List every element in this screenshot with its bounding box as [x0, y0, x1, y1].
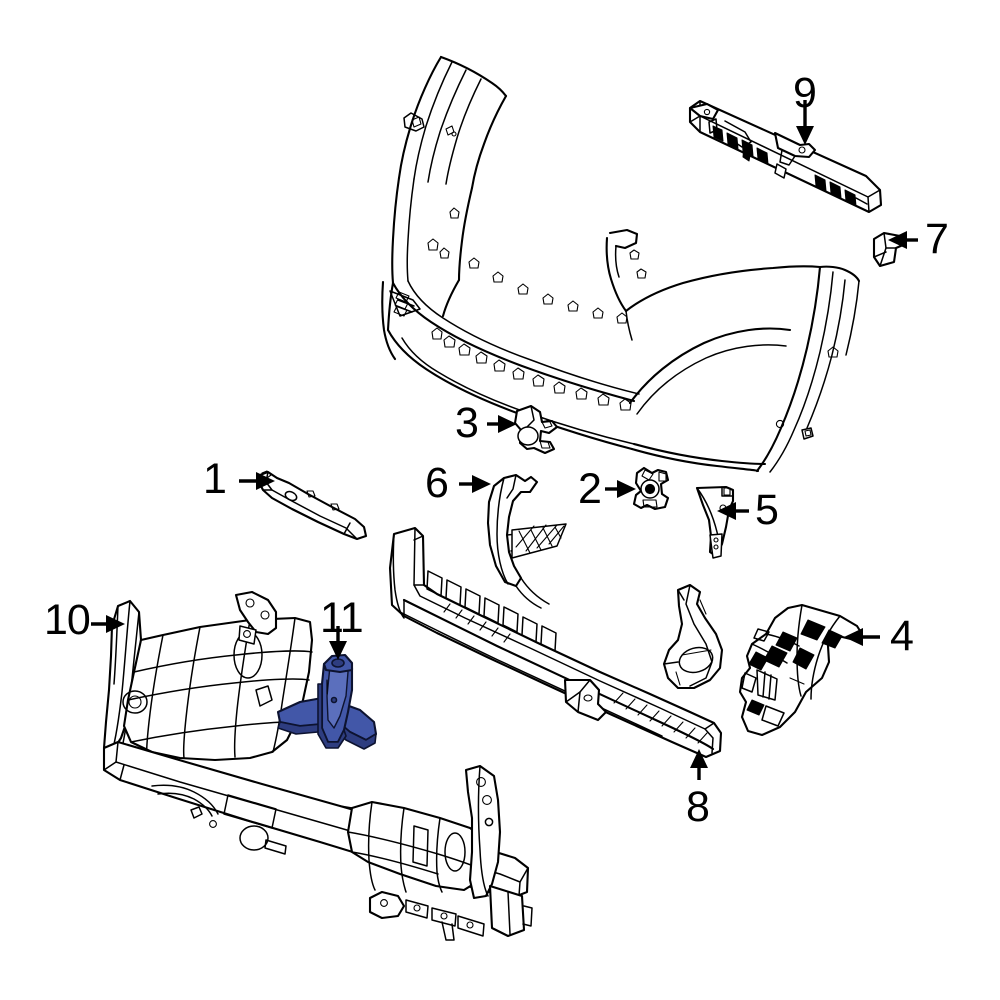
callout-label-1[interactable]: 1: [203, 455, 227, 503]
callout-label-7[interactable]: 7: [925, 215, 949, 263]
part-impact-bar[interactable]: [388, 526, 724, 759]
part-bumper-cover[interactable]: [381, 55, 861, 473]
callout-label-8[interactable]: 8: [686, 783, 710, 831]
callout-label-9[interactable]: 9: [793, 69, 817, 117]
callout-label-2[interactable]: 2: [578, 465, 602, 513]
callout-leaders: [91, 100, 918, 780]
part-center-brace-highlighted[interactable]: [276, 653, 378, 750]
callout-label-4[interactable]: 4: [890, 612, 914, 660]
callout-label-11[interactable]: 11: [320, 594, 364, 642]
part-radiator-support[interactable]: [102, 590, 533, 941]
part-side-bracket-right[interactable]: [738, 603, 864, 737]
callout-label-3[interactable]: 3: [455, 399, 479, 447]
part-tie-bar[interactable]: [688, 99, 883, 214]
part-side-support[interactable]: [695, 485, 735, 559]
callout-label-5[interactable]: 5: [755, 486, 779, 534]
callout-label-6[interactable]: 6: [425, 459, 449, 507]
part-deflector-bracket[interactable]: [486, 473, 567, 609]
callout-label-10[interactable]: 10: [44, 596, 91, 644]
grille-studs: [427, 207, 632, 411]
impact-bar-hatch: [443, 603, 708, 744]
impact-bar-ribs: [426, 570, 557, 652]
part-cover-clip[interactable]: [513, 404, 559, 455]
part-molding-trim[interactable]: [257, 470, 368, 541]
part-sensor-retainer[interactable]: [632, 466, 670, 511]
